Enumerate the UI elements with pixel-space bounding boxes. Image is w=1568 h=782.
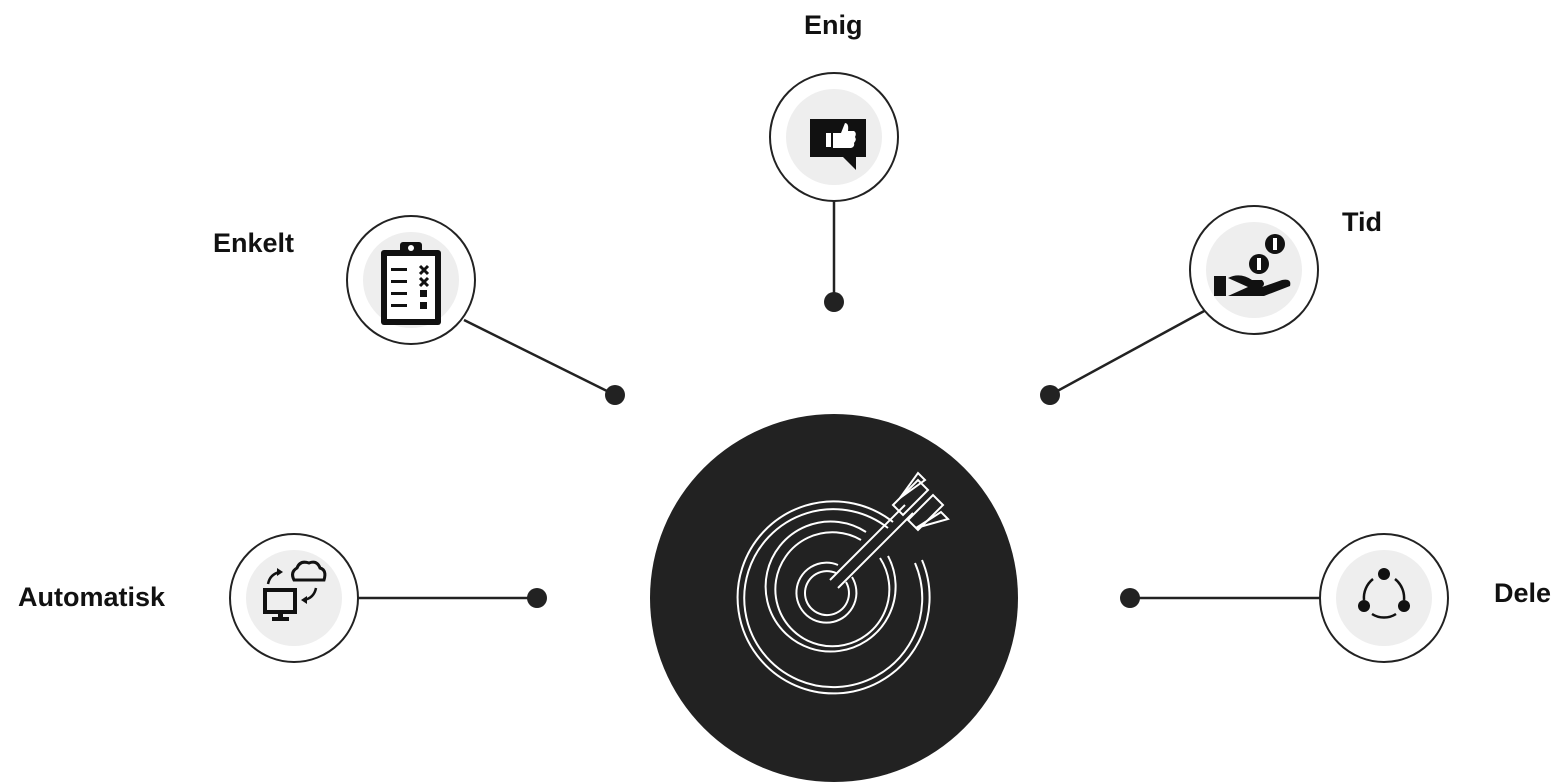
node-label-automatisk: Automatisk (18, 582, 166, 612)
node-label-tid: Tid (1342, 207, 1382, 237)
share-network-icon (1358, 568, 1410, 619)
connector-automatisk (358, 588, 547, 608)
node-enkelt (346, 215, 476, 345)
clipboard-checklist-icon (381, 242, 441, 325)
node-label-enig: Enig (804, 10, 863, 40)
node-tid (1189, 205, 1319, 335)
connector-dele (1120, 588, 1320, 608)
connector-enkelt (463, 318, 625, 405)
node-enig (769, 72, 899, 202)
connector-tid (1040, 308, 1207, 405)
center-node (650, 414, 1018, 782)
hand-coins-icon (1214, 234, 1291, 296)
node-label-dele: Dele (1494, 578, 1552, 608)
computer-cloud-sync-icon (263, 560, 327, 621)
target-arrow-icon (736, 471, 950, 695)
node-dele (1319, 533, 1449, 663)
node-label-enkelt: Enkelt (213, 228, 295, 258)
node-automatisk (229, 533, 359, 663)
connector-enig (824, 200, 844, 312)
thumbs-up-speech-bubble-icon (810, 119, 866, 170)
